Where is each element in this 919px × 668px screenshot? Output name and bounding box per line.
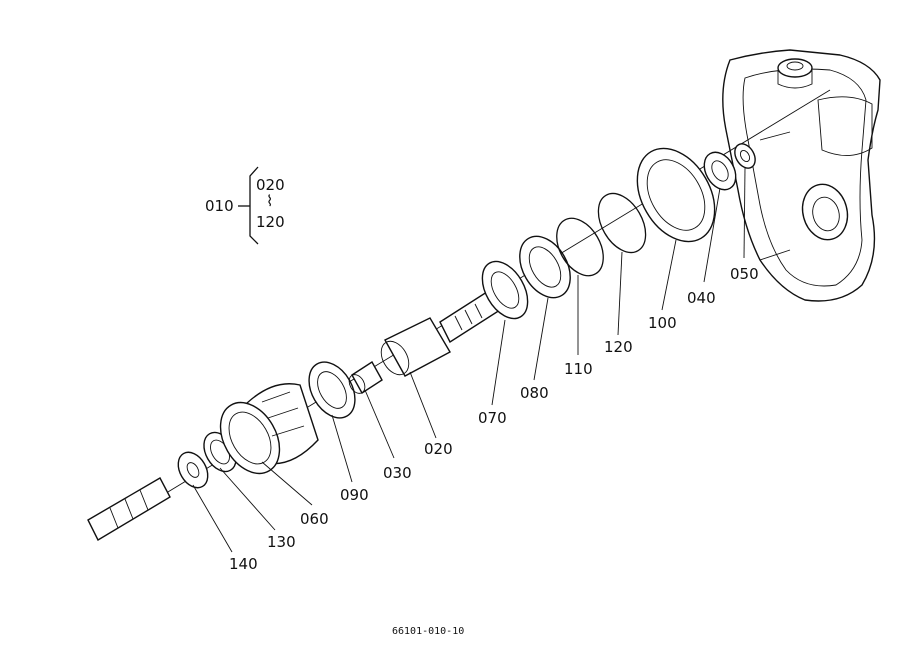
callout-110: 110 [564,360,593,378]
figure-code: 66101-010-10 [392,626,464,637]
part-020-shaft [380,288,501,377]
assembly-bracket: 010 020 ⌇ 120 [205,166,285,245]
callout-090: 080 [520,384,549,402]
part-060-gear [219,383,319,475]
assembly-range-end: 120 [256,213,285,231]
callout-020: 020 [424,440,453,458]
callout-130: 130 [267,533,296,551]
input-shaft [87,477,171,541]
callout-140: 140 [229,555,258,573]
callout-040: 040 [687,289,716,307]
callout-080: 090 [340,486,369,504]
assembly-range-separator: ⌇ [266,192,273,210]
part-100-bearing [636,147,716,243]
callout-100: 100 [648,314,677,332]
part-120-snap-ring [597,192,647,254]
part-050-seal [734,143,756,169]
part-140-washer [177,451,209,489]
callout-120: 120 [604,338,633,356]
callout-070: 070 [478,409,507,427]
transmission-case [722,49,881,302]
part-110-snap-ring [556,217,604,277]
leader-lines [192,167,746,553]
assembly-range-start: 020 [256,176,285,194]
callout-050: 050 [730,265,759,283]
part-030-collar [348,361,383,394]
assembly-number: 010 [205,197,234,215]
callout-060: 060 [300,510,329,528]
callout-030: 030 [383,464,412,482]
part-070-roller-cage [481,260,529,320]
part-040-bearing [703,151,737,191]
part-090-bearing [519,235,571,299]
callout-labels: 140 130 060 090 030 020 070 080 110 120 … [229,265,759,573]
